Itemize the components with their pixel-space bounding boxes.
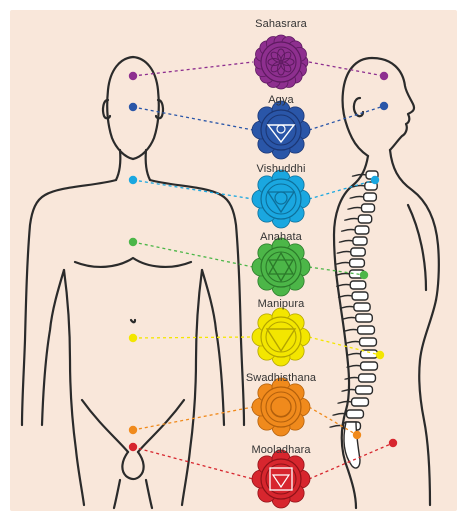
vertebra <box>361 362 378 370</box>
rib-stub <box>347 353 361 355</box>
dot-front-manipura <box>129 334 137 342</box>
dot-front-swadhisthana <box>129 426 137 434</box>
rib-stub <box>344 218 358 220</box>
label-sahasrara: Sahasrara <box>201 18 361 30</box>
rib-stub <box>336 262 350 264</box>
dot-side-manipura <box>376 351 384 359</box>
vertebra <box>360 338 377 346</box>
connector-front-manipura <box>133 337 253 338</box>
dot-front-sahasrara <box>129 72 137 80</box>
dot-side-anahata <box>360 271 368 279</box>
rib-stub <box>350 196 364 198</box>
dot-side-agya <box>380 102 388 110</box>
dot-side-vishuddhi <box>371 176 379 184</box>
connector-side-sahasrara <box>309 62 384 76</box>
rib-stub <box>338 401 352 403</box>
vertebra <box>352 398 369 406</box>
vertebra <box>361 204 374 212</box>
connector-front-vishuddhi <box>133 180 253 199</box>
label-anahata: Anahata <box>201 231 361 243</box>
dot-front-mooladhara <box>129 443 137 451</box>
dot-side-swadhisthana <box>353 431 361 439</box>
label-mooladhara: Mooladhara <box>201 444 361 456</box>
label-agya: Agya <box>201 94 361 106</box>
vertebra <box>347 410 364 418</box>
vertebra <box>356 314 373 322</box>
rib-stub <box>347 207 361 209</box>
label-swadhisthana: Swadhisthana <box>201 372 361 384</box>
chakra-sahasrara-lotus-icon <box>254 35 308 89</box>
connector-front-agya <box>133 107 253 130</box>
rib-stub <box>346 341 360 343</box>
vertebra <box>351 248 365 256</box>
vertebra <box>350 259 365 267</box>
vertebra <box>364 193 377 201</box>
chakra-mooladhara-square-triangle-icon <box>252 450 310 508</box>
label-manipura: Manipura <box>201 298 361 310</box>
dot-side-mooladhara <box>389 439 397 447</box>
label-vishuddhi: Vishuddhi <box>201 163 361 175</box>
dot-side-sahasrara <box>380 72 388 80</box>
rib-stub <box>342 317 356 319</box>
chakra-manipura-triangle-icon <box>252 308 310 366</box>
rib-stub <box>344 329 358 331</box>
chakra-anahata-hexagram-icon <box>252 238 310 296</box>
vertebra <box>358 326 375 334</box>
vertebra <box>356 386 373 394</box>
front-body-outline <box>22 57 244 508</box>
vertebra <box>358 215 371 223</box>
dot-front-vishuddhi <box>129 176 137 184</box>
vertebra <box>350 281 366 289</box>
chakra-agya-eye-icon <box>252 101 310 159</box>
rib-stub <box>337 251 351 253</box>
dot-front-agya <box>129 103 137 111</box>
chakra-vishuddhi-circle-triangle-icon <box>252 170 310 228</box>
connector-front-anahata <box>133 242 253 267</box>
vertebra <box>359 374 376 382</box>
chakra-swadhisthana-crescent-icon <box>252 378 310 436</box>
dot-front-anahata <box>129 238 137 246</box>
